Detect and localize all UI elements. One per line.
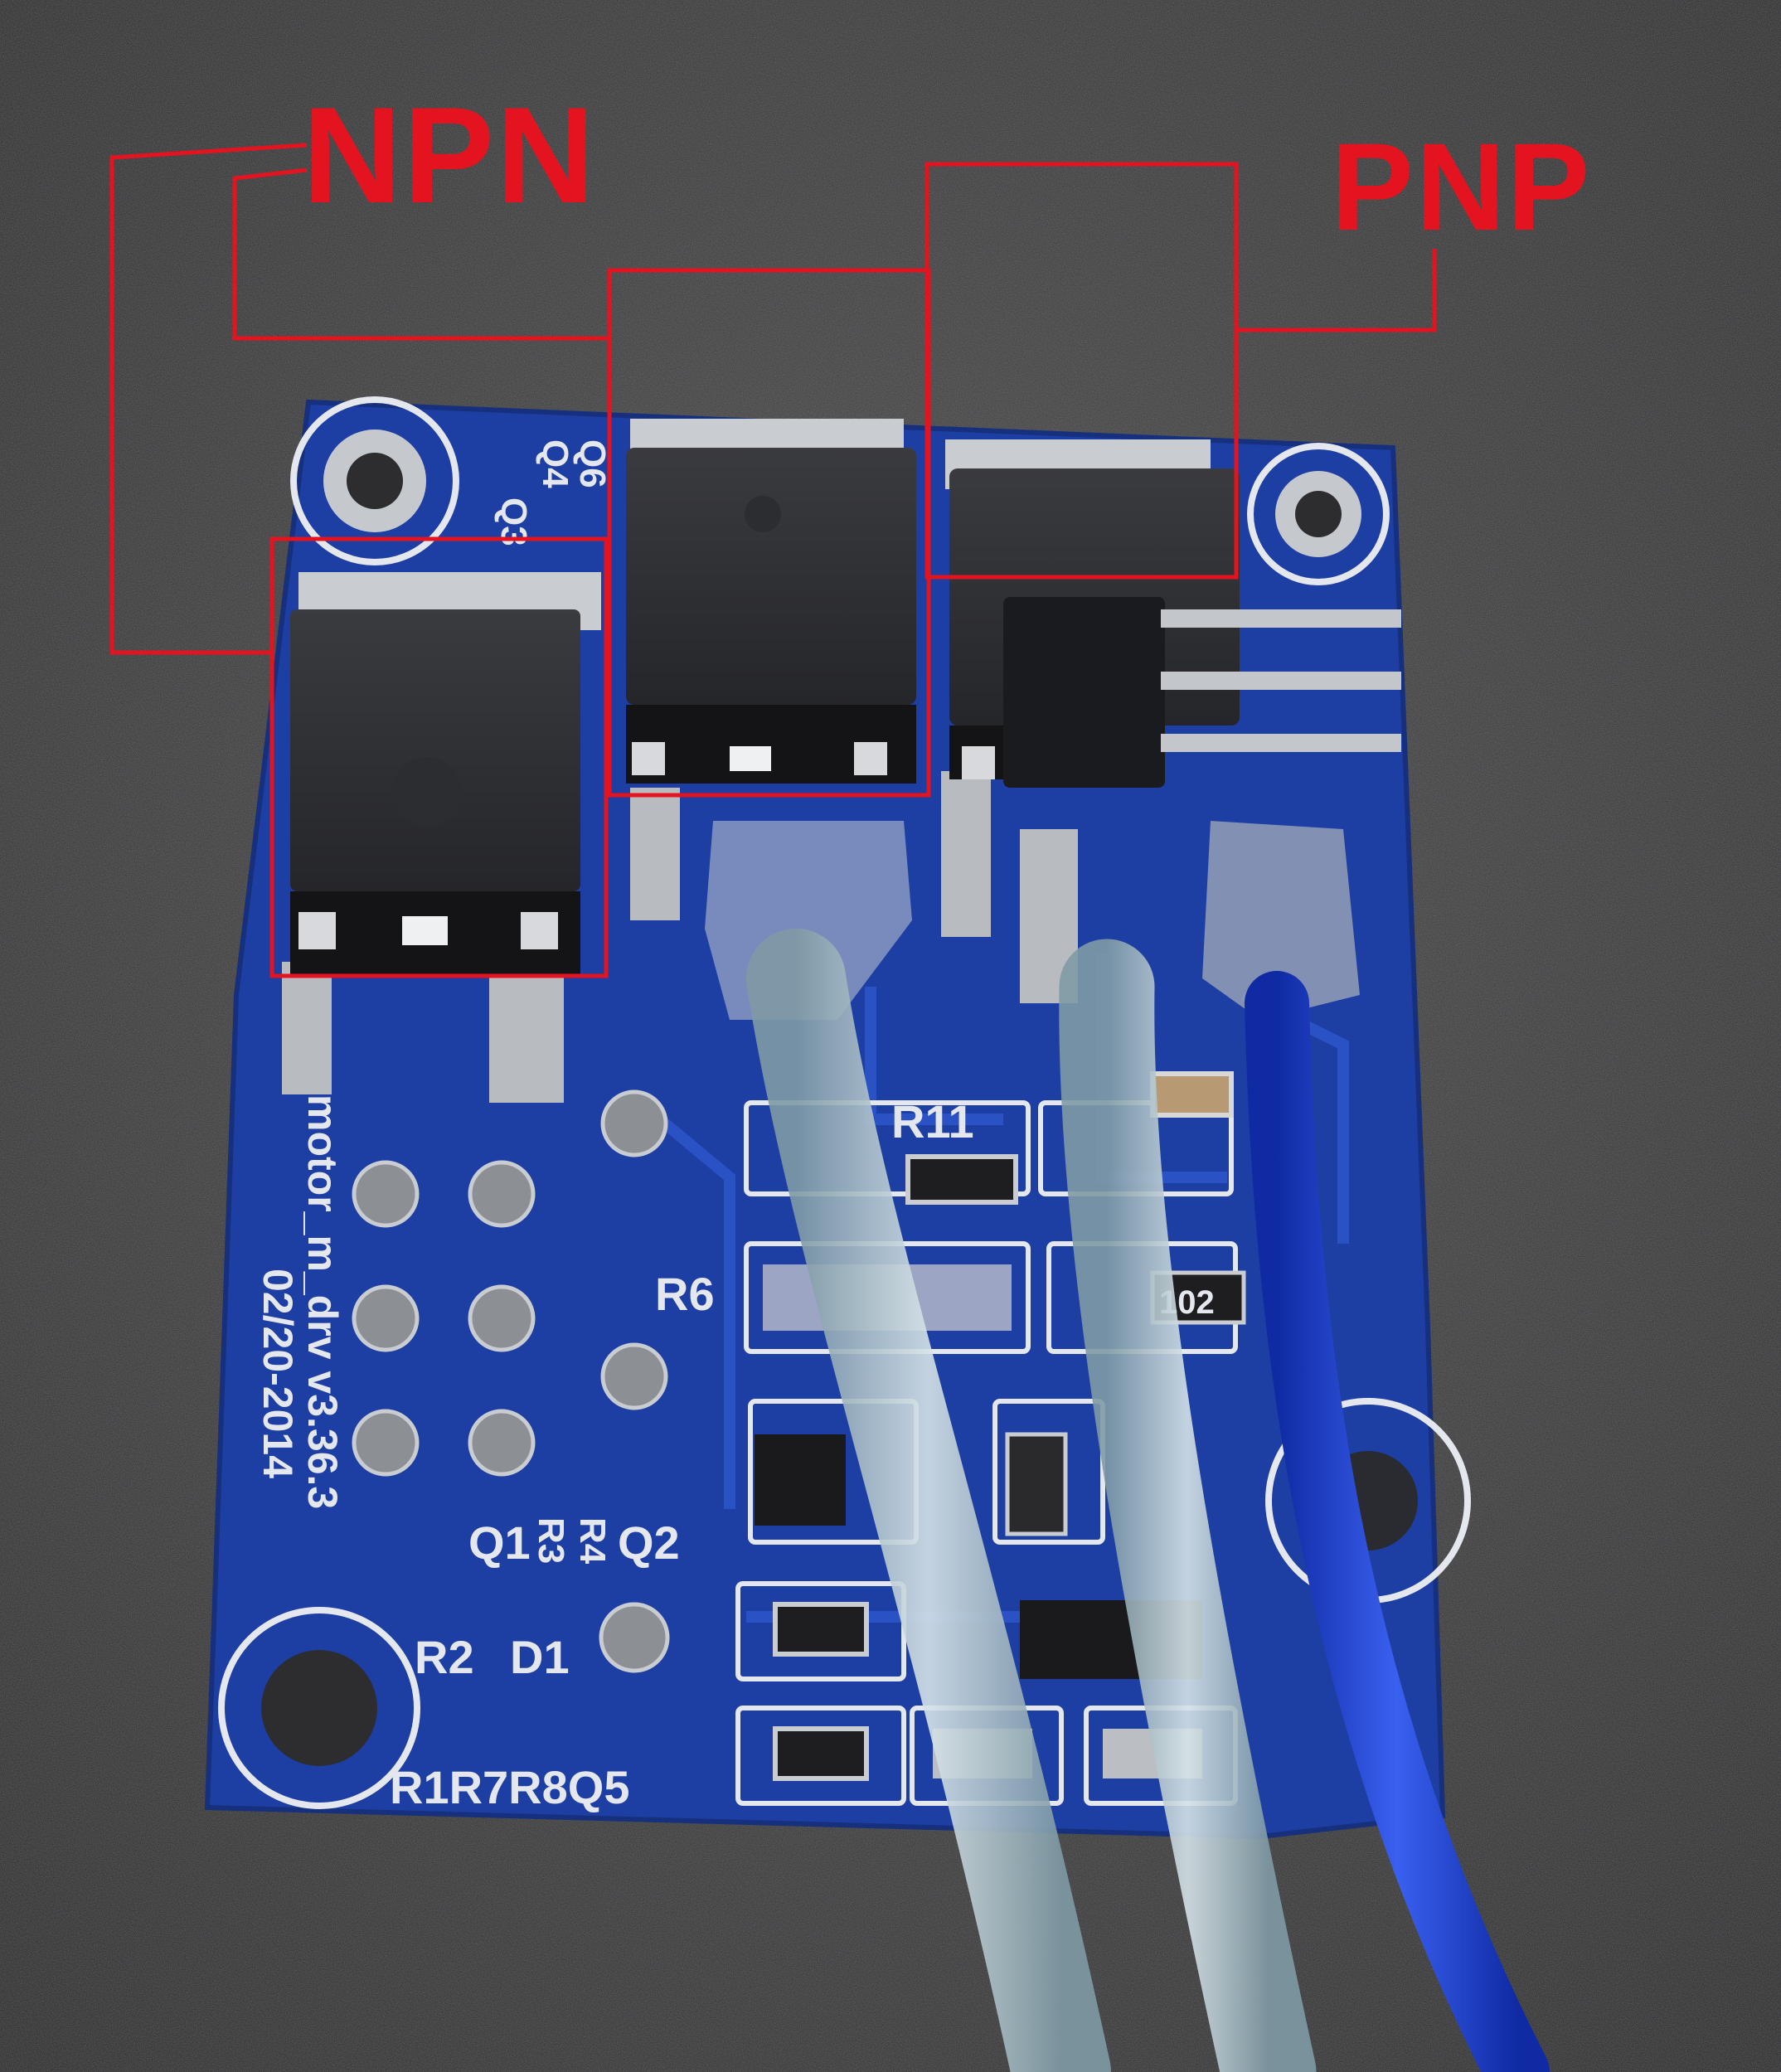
silk-bottom-row: R1R7R8Q5 xyxy=(390,1761,629,1813)
mount-hole-top-right xyxy=(1247,443,1390,585)
silk-r6: R6 xyxy=(655,1268,715,1320)
silk-q1: Q1 xyxy=(468,1516,531,1569)
silk-r11: R11 xyxy=(891,1095,974,1148)
clear-wire-right xyxy=(1059,939,1317,2072)
silk-q2: Q2 xyxy=(618,1516,680,1569)
silk-date: 02/20-2014 xyxy=(255,1269,301,1478)
npn-leader-outer xyxy=(109,143,308,655)
npn-leader-inner xyxy=(232,167,609,341)
silk-q4: Q4 xyxy=(535,439,575,488)
silk-q6: Q6 xyxy=(572,439,613,488)
transistor-npn-mid xyxy=(626,448,916,784)
clear-wire-left xyxy=(746,929,1111,2072)
silk-d1: D1 xyxy=(510,1631,570,1683)
transistor-legs xyxy=(282,771,1078,1103)
solder-pads xyxy=(352,1089,670,1673)
pnp-box xyxy=(924,162,1239,580)
to92-transistor xyxy=(1003,597,1401,788)
npn-box-left xyxy=(269,536,609,978)
pnp-leader xyxy=(1236,249,1437,332)
silk-r2: R2 xyxy=(415,1631,474,1683)
mount-hole-bottom-left xyxy=(218,1607,420,1809)
pnp-annotation xyxy=(924,162,1437,580)
blue-wire xyxy=(1245,971,1550,2072)
pnp-label: PNP xyxy=(1331,117,1592,256)
silk-version: motor_m_drv v3.36.3 xyxy=(299,1094,346,1509)
npn-label: NPN xyxy=(303,79,597,231)
mount-hole-top-left xyxy=(290,396,459,565)
silk-r4: R4 xyxy=(572,1517,613,1565)
silk-r3: R3 xyxy=(531,1517,571,1564)
transistor-npn-left xyxy=(290,609,580,974)
solder-blob-right xyxy=(1202,821,1360,1020)
